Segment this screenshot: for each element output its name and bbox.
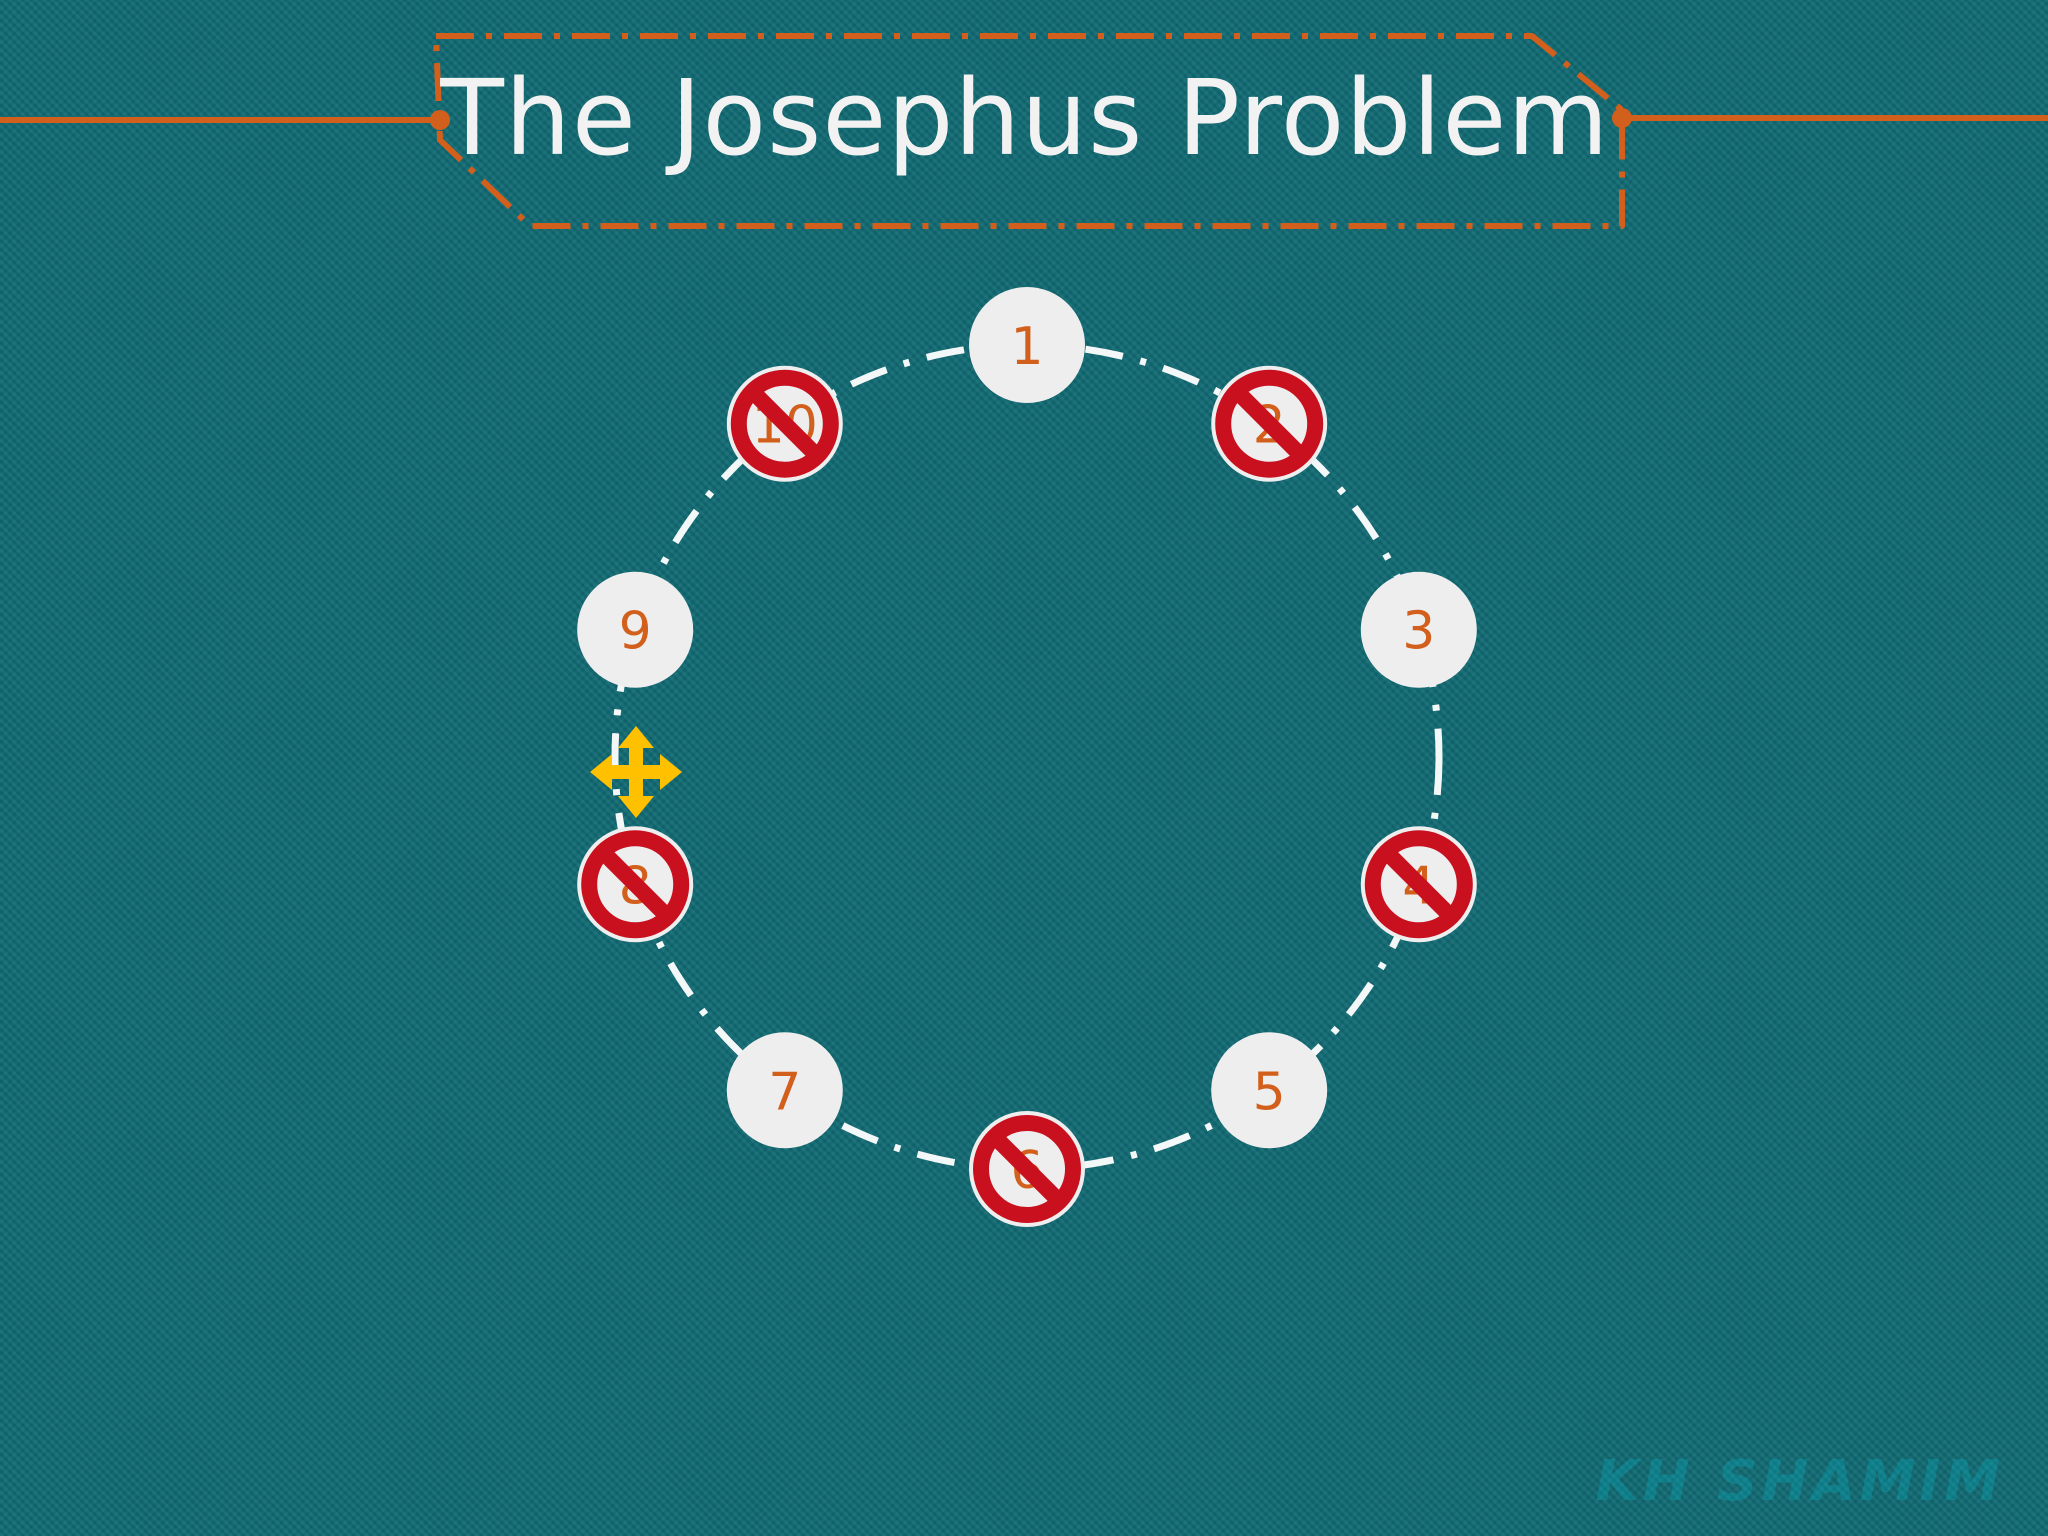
people-nodes: 1 2 3 4 5 6 7 8 9 10 [577, 287, 1477, 1227]
person-number: 1 [1010, 317, 1043, 377]
person-circle [1360, 571, 1477, 688]
no-entry-icon [730, 369, 839, 478]
person-node-10[interactable]: 10 [726, 365, 843, 482]
person-node-3[interactable]: 3 [1360, 571, 1477, 688]
page-title: The Josephus Problem [440, 57, 1610, 179]
title-connector-dot-left [430, 110, 450, 130]
no-entry-icon [581, 830, 690, 939]
person-node-6[interactable]: 6 [969, 1111, 1085, 1227]
person-circle [969, 287, 1085, 403]
person-node-7[interactable]: 7 [726, 1032, 843, 1149]
person-number: 5 [1253, 1062, 1286, 1122]
author-signature: KH SHAMIM [1595, 1449, 2004, 1514]
title-frame [433, 33, 1625, 229]
title-connector-dot-right [1612, 108, 1632, 128]
person-node-5[interactable]: 5 [1211, 1032, 1328, 1149]
person-node-4[interactable]: 4 [1360, 826, 1477, 943]
person-node-9[interactable]: 9 [577, 571, 694, 688]
move-arrows-icon[interactable] [590, 726, 682, 818]
person-node-2[interactable]: 2 [1211, 365, 1328, 482]
person-number: 7 [768, 1062, 801, 1122]
person-number: 3 [1402, 602, 1435, 662]
no-entry-icon [1215, 369, 1324, 478]
no-entry-icon [973, 1115, 1081, 1223]
person-circle [1211, 1032, 1328, 1149]
person-node-8[interactable]: 8 [577, 826, 694, 943]
person-circle [726, 1032, 843, 1149]
person-number: 9 [619, 602, 652, 662]
person-node-1[interactable]: 1 [969, 287, 1085, 403]
no-entry-icon [1364, 830, 1473, 939]
title-banner [0, 33, 2048, 229]
person-circle [577, 571, 694, 688]
josephus-circle-ring [611, 341, 1443, 1173]
